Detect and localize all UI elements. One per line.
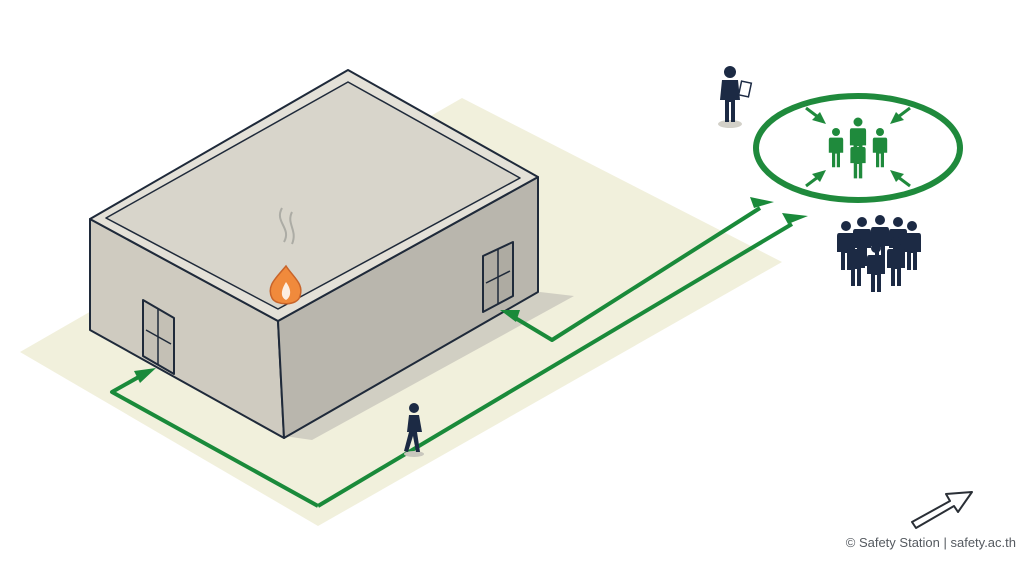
building	[89, 69, 539, 439]
route-arrow-assembly-upper	[750, 197, 774, 208]
evacuation-route-left	[110, 222, 794, 508]
door-right	[482, 241, 514, 313]
roof-parapet	[105, 81, 521, 310]
route-arrow-left-door	[134, 368, 156, 383]
walking-person-icon	[404, 403, 424, 457]
building-shadow	[284, 292, 574, 440]
direction-arrow-icon	[911, 491, 973, 529]
evacuation-route-right	[510, 206, 762, 342]
credit-text: © Safety Station | safety.ac.th	[845, 535, 1016, 550]
door-left	[142, 299, 175, 375]
route-arrow-assembly-lower	[782, 213, 808, 224]
fire-icon	[269, 207, 302, 305]
crowd-icon	[837, 215, 921, 292]
warden-clipboard-icon	[718, 66, 753, 128]
assembly-point-icon	[753, 93, 963, 203]
route-arrow-right-door	[500, 310, 520, 322]
